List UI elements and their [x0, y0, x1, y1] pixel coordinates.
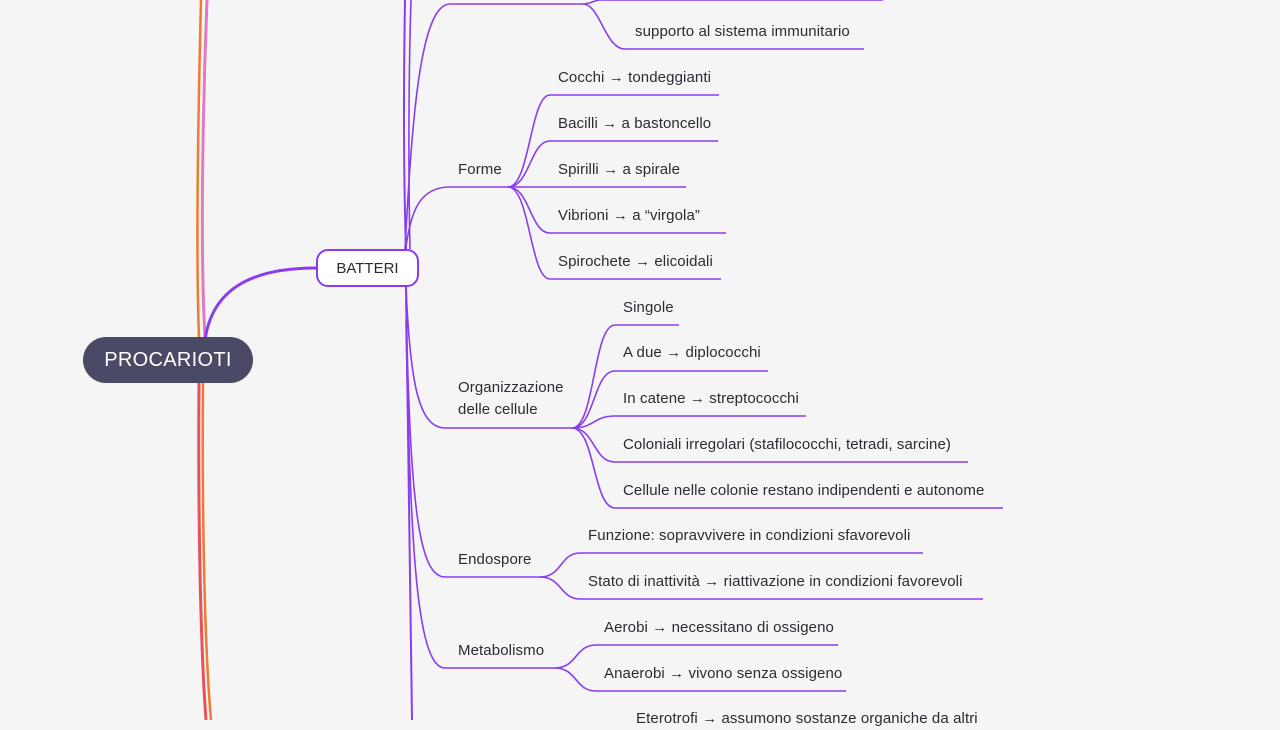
- trunk-line-orange-bottom: [201, 382, 213, 720]
- organizzazione-item-in-catene[interactable]: In catene → streptococchi: [623, 390, 799, 407]
- organizzazione-item-cellule[interactable]: Cellule nelle colonie restano indipenden…: [623, 482, 985, 499]
- metabolismo-item-aerobi[interactable]: Aerobi → necessitano di ossigeno: [604, 619, 835, 636]
- organizzazione-label-line1: Organizzazione: [458, 379, 564, 396]
- metabolismo-node[interactable]: Metabolismo: [458, 642, 545, 659]
- organizzazione-node[interactable]: Organizzazione delle cellule: [458, 377, 564, 421]
- organizzazione-item-a-due[interactable]: A due → diplococchi: [623, 344, 761, 361]
- root-node[interactable]: PROCARIOTI: [83, 337, 253, 383]
- root-label: PROCARIOTI: [104, 348, 232, 371]
- organizzazione-item-singole[interactable]: Singole: [623, 299, 674, 316]
- forme-item-spirochete[interactable]: Spirochete → elicoidali: [558, 253, 713, 270]
- endospore-item-stato[interactable]: Stato di inattività → riattivazione in c…: [588, 573, 963, 590]
- batteri-spine-up2: [408, 0, 412, 250]
- batteri-spine-up: [403, 0, 407, 250]
- bottom-partial-item[interactable]: Eterotrofi → assumono sostanze organiche…: [636, 710, 978, 727]
- endospore-item-funzione[interactable]: Funzione: sopravvivere in condizioni sfa…: [588, 527, 911, 544]
- trunk-line-pink: [200, 0, 209, 338]
- root-to-batteri-connector: [203, 266, 317, 341]
- batteri-to-top-branch: [404, 3, 583, 250]
- top-partial-sub-down: [582, 3, 864, 50]
- batteri-to-endospore: [405, 299, 540, 578]
- trunk-line-orange-top: [196, 0, 203, 338]
- forme-item-bacilli[interactable]: Bacilli → a bastoncello: [558, 115, 712, 132]
- top-partial-item[interactable]: supporto al sistema immunitario: [635, 23, 850, 40]
- batteri-node[interactable]: BATTERI: [316, 249, 419, 287]
- forme-item-vibrioni[interactable]: Vibrioni → a “virgola”: [558, 207, 700, 224]
- forme-item-spirilli[interactable]: Spirilli → a spirale: [558, 161, 681, 178]
- forme-item-cocchi[interactable]: Cocchi → tondeggianti: [558, 69, 712, 86]
- metabolismo-item-anaerobi[interactable]: Anaerobi → vivono senza ossigeno: [604, 665, 843, 682]
- batteri-to-organizzazione: [405, 286, 572, 429]
- organizzazione-item-coloniali[interactable]: Coloniali irregolari (stafilococchi, tet…: [623, 436, 952, 453]
- endospore-node[interactable]: Endospore: [458, 551, 532, 568]
- batteri-to-forme: [404, 186, 508, 256]
- trunk-line-red: [197, 382, 208, 720]
- batteri-label: BATTERI: [336, 259, 399, 277]
- batteri-to-metabolismo: [405, 319, 555, 669]
- top-partial-sub-up: [582, 0, 883, 5]
- organizzazione-label-line2: delle cellule: [458, 401, 538, 418]
- forme-node[interactable]: Forme: [458, 161, 502, 178]
